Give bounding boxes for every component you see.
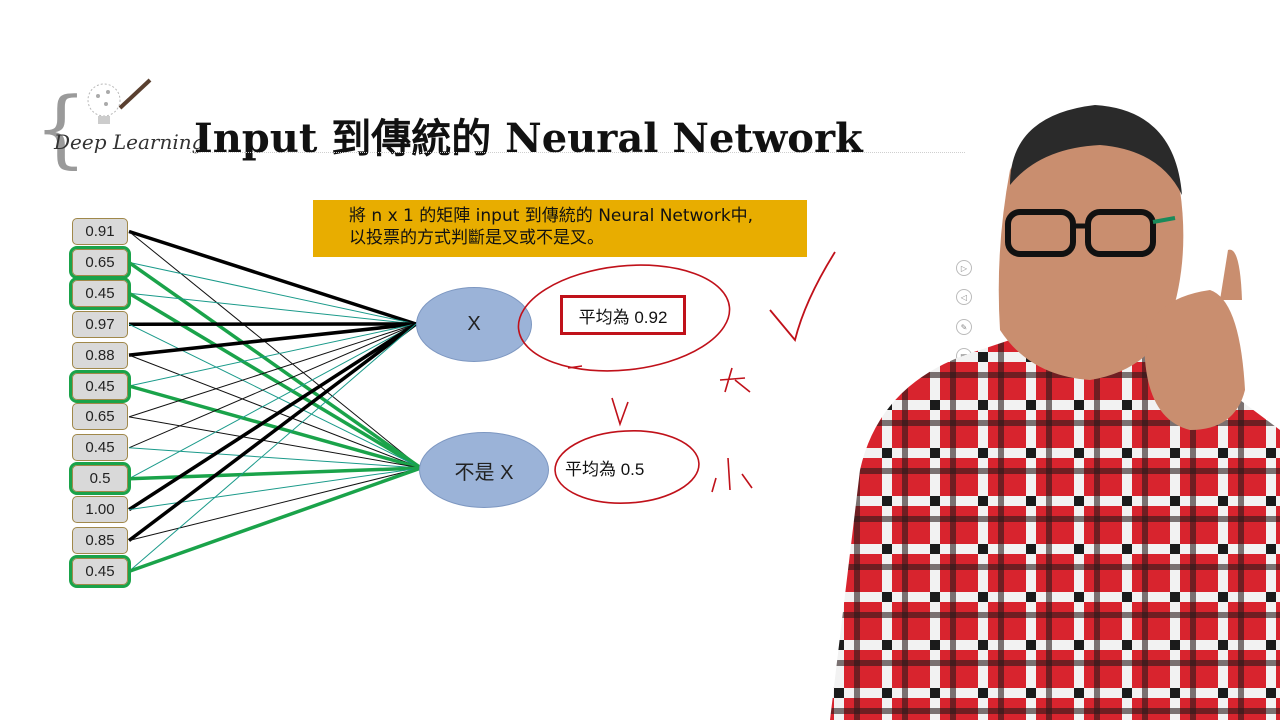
connection-to-x [128, 323, 417, 572]
lightbulb-icon [87, 78, 152, 124]
input-value-box: 0.65 [69, 245, 131, 279]
connection-to-x [128, 323, 417, 387]
input-value-box: 0.45 [69, 276, 131, 310]
input-value-box: 0.45 [72, 434, 128, 462]
connection-to-not-x [128, 384, 422, 470]
connection-to-x [128, 323, 417, 449]
connection-to-not-x [128, 467, 422, 541]
average-not-x-text: 平均為 0.5 [565, 460, 645, 479]
connection-to-not-x [128, 416, 422, 469]
input-value-box: 0.91 [72, 218, 128, 245]
input-value-box: 0.97 [72, 310, 128, 338]
callout-line-2: 以投票的方式判斷是叉或不是叉。 [349, 228, 604, 248]
input-value-box: 0.88 [72, 341, 128, 369]
annotation-circle-not-x [554, 430, 700, 504]
connection-to-not-x [127, 260, 423, 470]
output-node-x: X [416, 287, 532, 362]
connection-to-not-x [128, 447, 422, 469]
connection-to-x [128, 322, 417, 357]
input-value-box: 0.65 [72, 403, 128, 431]
handwritten-small [711, 457, 753, 493]
play-prev-icon[interactable]: ◁ [956, 289, 972, 305]
output-node-not-x-label: 不是 X [454, 461, 514, 484]
checkmark-icon [769, 251, 836, 342]
input-value-box: 0.5 [69, 462, 131, 496]
output-node-not-x: 不是 X [419, 432, 549, 508]
output-node-x-label: X [467, 313, 481, 335]
connection-to-x [128, 292, 417, 325]
title-divider [190, 152, 965, 153]
play-next-icon[interactable]: ▷ [956, 260, 972, 276]
connection-to-x [128, 322, 417, 512]
connection-to-x [128, 323, 417, 480]
input-value-box: 0.45 [69, 554, 131, 588]
pen-icon[interactable]: ✎ [956, 319, 972, 335]
average-x-text: 平均為 0.92 [578, 307, 668, 327]
handwritten-v [611, 397, 629, 427]
logo-text: Deep Learning [54, 130, 205, 154]
input-value-box: 0.45 [69, 369, 131, 403]
deep-learning-logo: { Deep Learning [30, 72, 204, 182]
connection-to-not-x [128, 231, 422, 469]
handwritten-big [719, 367, 751, 393]
connection-to-not-x [128, 466, 422, 574]
callout-box: 將 n x 1 的矩陣 input 到傳統的 Neural Network中, … [313, 200, 807, 257]
connection-to-x [128, 261, 417, 325]
connection-to-x [127, 322, 418, 542]
handwritten-stroke [567, 365, 583, 369]
average-x-box: 平均為 0.92 [560, 295, 686, 335]
annotation-circle-x [517, 264, 731, 372]
callout-line-1: 將 n x 1 的矩陣 input 到傳統的 Neural Network中, [349, 206, 754, 226]
connection-to-not-x [128, 354, 422, 469]
slide-title: Input 到傳統的 Neural Network [194, 115, 863, 162]
connection-to-x [128, 229, 417, 326]
connection-to-x [128, 323, 417, 418]
brace-icon: { [34, 79, 88, 177]
input-value-box: 0.85 [72, 527, 128, 554]
input-value-box: 1.00 [72, 496, 128, 524]
